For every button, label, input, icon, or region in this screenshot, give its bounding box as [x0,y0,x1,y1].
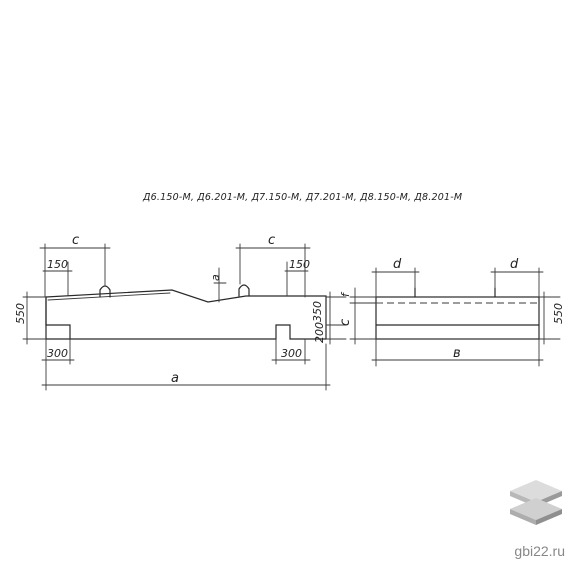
dim-label-150-right: 150 [289,258,310,271]
dim-label-550-left: 550 [14,303,27,324]
dim-label-300-right: 300 [281,347,302,360]
side-label-550: 550 [552,303,565,324]
dim-label-c-right: c [268,233,275,248]
site-watermark[interactable]: gbi22.ru [514,543,565,559]
side-label-d-left: d [393,257,402,272]
dim-label-150-left: 150 [47,258,68,271]
side-view: d d f c 550 в [338,257,565,367]
dim-label-300-left: 300 [47,347,68,360]
lifting-loop-left [99,285,111,298]
side-body [375,296,540,340]
side-label-d-right: d [510,257,519,272]
side-label-f: f [339,291,352,297]
dim-label-200: 200 [313,322,326,343]
front-view: c c 150 150 a 550 350 200 300 [14,233,347,391]
beam-outline [45,289,327,340]
dim-label-c-left: c [72,233,79,248]
dim-label-350: 350 [311,301,324,322]
dim-label-slope: a [209,274,222,281]
dim-label-length: a [171,371,179,386]
beam-top-inner [47,292,171,301]
drawing-title: Д6.150-М, Д6.201-М, Д7.150-М, Д7.201-М, … [142,192,462,203]
stacked-slabs-logo-icon [510,480,562,525]
lifting-loop-right [238,284,250,297]
side-label-width: в [453,346,461,361]
side-label-c: c [338,319,353,326]
